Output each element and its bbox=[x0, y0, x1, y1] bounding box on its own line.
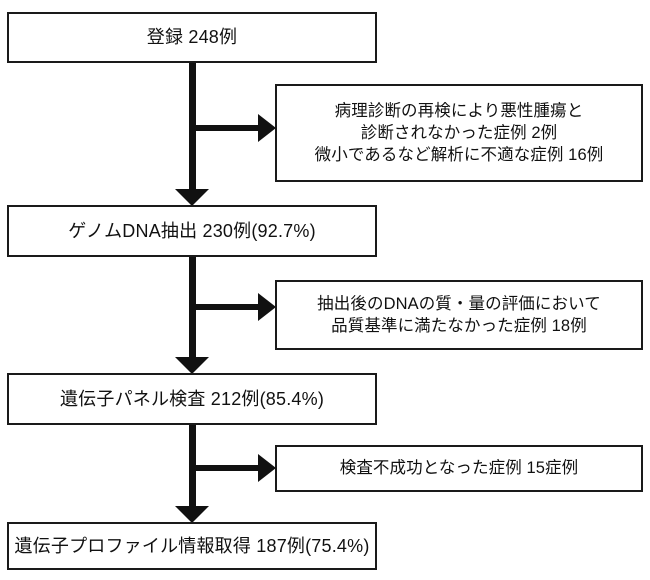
branch-1-line bbox=[189, 125, 264, 131]
flow-node-genomic-dna-extraction-label: ゲノムDNA抽出 230例(92.7%) bbox=[68, 220, 316, 241]
flow-node-gene-profile-obtained: 遺伝子プロファイル情報取得 187例(75.4%) bbox=[7, 522, 377, 570]
flow-node-enrollment-label: 登録 248例 bbox=[146, 27, 238, 48]
flow-node-gene-panel-test-label: 遺伝子パネル検査 212例(85.4%) bbox=[59, 388, 325, 409]
arrow-down-icon bbox=[175, 189, 209, 206]
flow-node-exclusion-3-label: 検査不成功となった症例 15症例 bbox=[339, 459, 579, 478]
flow-node-exclusion-3: 検査不成功となった症例 15症例 bbox=[275, 445, 643, 492]
flow-node-genomic-dna-extraction: ゲノムDNA抽出 230例(92.7%) bbox=[7, 205, 377, 257]
flow-node-exclusion-1: 病理診断の再検により悪性腫瘍と 診断されなかった症例 2例 微小であるなど解析に… bbox=[275, 84, 643, 182]
arrow-down-icon bbox=[175, 506, 209, 523]
branch-2-line bbox=[189, 304, 264, 310]
flow-node-exclusion-1-label: 病理診断の再検により悪性腫瘍と 診断されなかった症例 2例 微小であるなど解析に… bbox=[314, 101, 604, 165]
flow-node-gene-panel-test: 遺伝子パネル検査 212例(85.4%) bbox=[7, 373, 377, 425]
flow-node-gene-profile-obtained-label: 遺伝子プロファイル情報取得 187例(75.4%) bbox=[14, 535, 370, 556]
arrow-right-icon bbox=[258, 454, 276, 482]
flow-node-exclusion-2-label: 抽出後のDNAの質・量の評価において 品質基準に満たなかった症例 18例 bbox=[317, 294, 601, 335]
arrow-down-icon bbox=[175, 357, 209, 374]
branch-3-line bbox=[189, 465, 264, 471]
flow-node-enrollment: 登録 248例 bbox=[7, 12, 377, 63]
arrow-right-icon bbox=[258, 293, 276, 321]
arrow-right-icon bbox=[258, 114, 276, 142]
flow-node-exclusion-2: 抽出後のDNAの質・量の評価において 品質基準に満たなかった症例 18例 bbox=[275, 280, 643, 350]
